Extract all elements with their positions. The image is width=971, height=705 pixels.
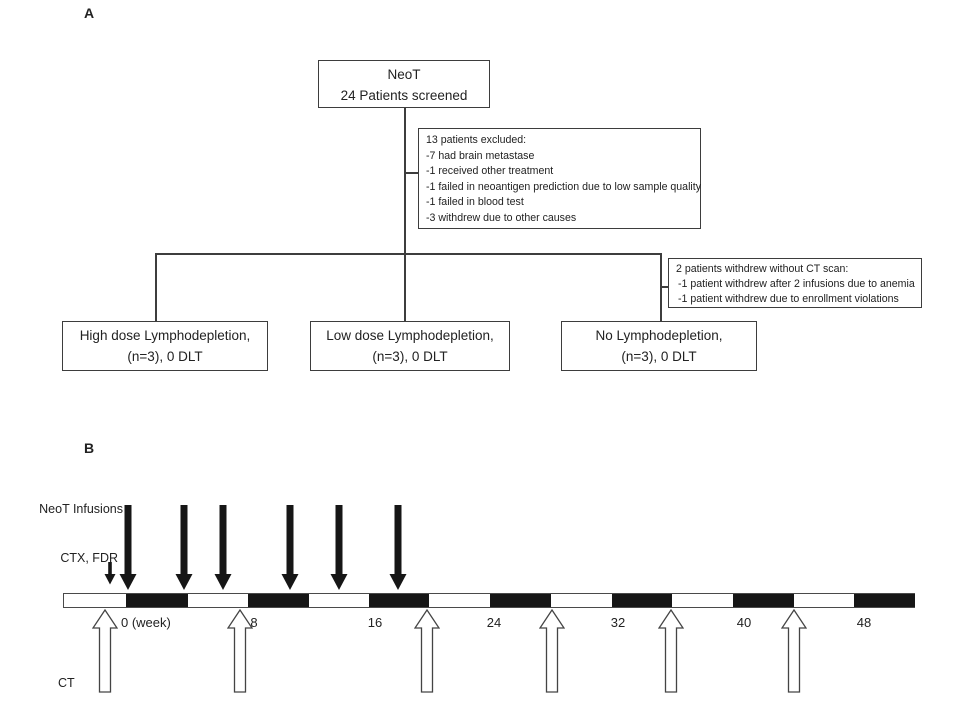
excluded-box-item: -1 failed in blood test bbox=[426, 196, 524, 209]
excluded-box-item: -1 failed in neoantigen prediction due t… bbox=[426, 180, 702, 193]
timeline-black-segment bbox=[126, 594, 188, 607]
arm-box-low-dose: Low dose Lymphodepletion, (n=3), 0 DLT bbox=[310, 321, 510, 371]
infusion-down-arrow-icon bbox=[214, 505, 232, 595]
timeline-black-segment bbox=[733, 594, 794, 607]
withdrew-box-item: -1 patient withdrew due to enrollment vi… bbox=[678, 293, 899, 305]
ctx-fdr-row-label: CTX, FDR bbox=[60, 551, 118, 565]
arm-box-line2: (n=3), 0 DLT bbox=[127, 349, 203, 364]
infusion-down-arrow-icon bbox=[281, 505, 299, 595]
timeline-black-segment bbox=[369, 594, 429, 607]
timeline-black-segment bbox=[612, 594, 672, 607]
arm-box-line1: High dose Lymphodepletion, bbox=[79, 328, 251, 343]
timeline-black-segment bbox=[854, 594, 915, 607]
connector-horizontal-line bbox=[155, 253, 661, 255]
screened-box: NeoT 24 Patients screened bbox=[318, 60, 490, 108]
ctx-fdr-down-arrow-icon bbox=[104, 562, 116, 590]
arm-box-line2: (n=3), 0 DLT bbox=[621, 349, 697, 364]
ct-up-arrow-icon bbox=[413, 608, 441, 698]
connector-withdrew-stub-line bbox=[660, 286, 669, 288]
week-tick-label: 24 bbox=[486, 615, 502, 630]
ct-up-arrow-icon bbox=[91, 608, 119, 698]
week-tick-label: 40 bbox=[736, 615, 752, 630]
excluded-box-item: -3 withdrew due to other causes bbox=[426, 211, 577, 224]
ct-up-arrow-icon bbox=[226, 608, 254, 698]
timeline-bar bbox=[63, 593, 915, 608]
infusion-down-arrow-icon bbox=[119, 505, 137, 595]
arm-box-high-dose: High dose Lymphodepletion, (n=3), 0 DLT bbox=[62, 321, 268, 371]
withdrew-box: 2 patients withdrew without CT scan: -1 … bbox=[668, 258, 922, 308]
neot-infusions-row-label: NeoT Infusions bbox=[39, 502, 123, 516]
panel-b-label: B bbox=[84, 440, 95, 456]
ct-up-arrow-icon bbox=[780, 608, 808, 698]
arm-box-line1: No Lymphodepletion, bbox=[595, 328, 723, 343]
excluded-box-title: 13 patients excluded: bbox=[426, 134, 527, 146]
week-tick-label: 8 bbox=[250, 615, 258, 630]
excluded-box-item: -1 received other treatment bbox=[426, 165, 554, 178]
infusion-down-arrow-icon bbox=[330, 505, 348, 595]
timeline-black-segment bbox=[490, 594, 551, 607]
infusion-down-arrow-icon bbox=[389, 505, 407, 595]
withdrew-box-item: -1 patient withdrew after 2 infusions du… bbox=[678, 278, 915, 290]
week-zero-label: 0 (week) bbox=[121, 615, 171, 630]
ct-up-arrow-icon bbox=[538, 608, 566, 698]
week-tick-label: 16 bbox=[367, 615, 383, 630]
connector-left-vertical-line bbox=[155, 253, 157, 321]
screened-box-line1: NeoT bbox=[387, 67, 421, 82]
excluded-box-item: -7 had brain metastase bbox=[426, 149, 535, 162]
infusion-down-arrow-icon bbox=[175, 505, 193, 595]
arm-box-line1: Low dose Lymphodepletion, bbox=[326, 328, 494, 343]
timeline-black-segment bbox=[248, 594, 309, 607]
panel-a-label: A bbox=[84, 5, 95, 21]
excluded-box: 13 patients excluded: -7 had brain metas… bbox=[418, 128, 701, 229]
ct-row-label: CT bbox=[58, 676, 75, 690]
ct-up-arrow-icon bbox=[657, 608, 685, 698]
connector-trunk-line bbox=[404, 108, 406, 321]
arm-box-no-lymphodepletion: No Lymphodepletion, (n=3), 0 DLT bbox=[561, 321, 757, 371]
week-tick-label: 48 bbox=[856, 615, 872, 630]
week-tick-label: 32 bbox=[610, 615, 626, 630]
screened-box-line2: 24 Patients screened bbox=[340, 88, 468, 103]
withdrew-box-title: 2 patients withdrew without CT scan: bbox=[676, 263, 849, 275]
arm-box-line2: (n=3), 0 DLT bbox=[372, 349, 448, 364]
connector-excluded-stub-line bbox=[405, 172, 419, 174]
